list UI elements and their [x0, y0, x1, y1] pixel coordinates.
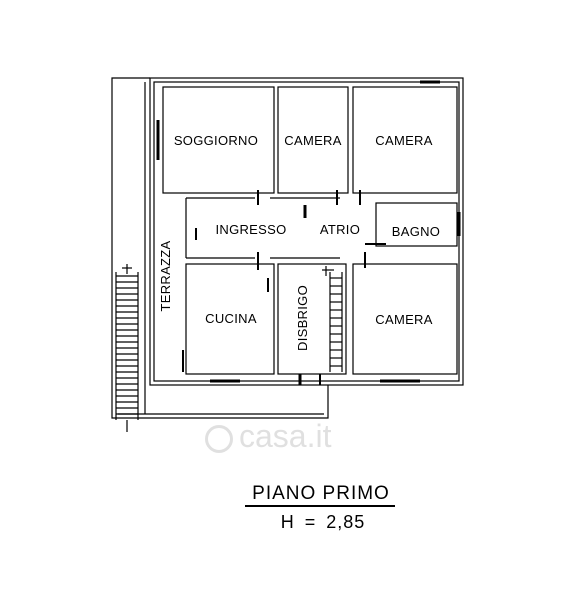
- disbrigo-room: [277, 263, 347, 375]
- watermark-text: casa.it: [239, 418, 332, 454]
- terrace-outline: [111, 77, 329, 419]
- camera3-label: CAMERA: [375, 312, 432, 327]
- atrio-label: ATRIO: [320, 222, 360, 237]
- soggiorno-room: [162, 86, 275, 194]
- camera1-label: CAMERA: [284, 133, 341, 148]
- outer-wall: [149, 77, 464, 386]
- bagno-room: [375, 202, 458, 247]
- camera2-room: [352, 86, 458, 194]
- floor-name: PIANO PRIMO: [252, 483, 390, 504]
- camera1-room: [277, 86, 349, 194]
- disbrigo-label: DISBRIGO: [295, 285, 310, 351]
- camera3-room: [352, 263, 458, 375]
- bagno-label: BAGNO: [392, 224, 440, 239]
- camera2-label: CAMERA: [375, 133, 432, 148]
- terrazza-label: TERRAZZA: [158, 240, 173, 311]
- floor-height: H = 2,85: [280, 512, 366, 532]
- cucina-room: [185, 263, 275, 375]
- internal-stairs: [322, 266, 343, 372]
- cucina-label: CUCINA: [205, 311, 257, 326]
- floor-name-underline: [245, 505, 395, 507]
- external-stairs: [115, 264, 139, 432]
- soggiorno-label: SOGGIORNO: [174, 133, 258, 148]
- watermark-logo-icon: [205, 424, 233, 453]
- ingresso-label: INGRESSO: [215, 222, 286, 237]
- watermark: casa.it: [205, 418, 331, 455]
